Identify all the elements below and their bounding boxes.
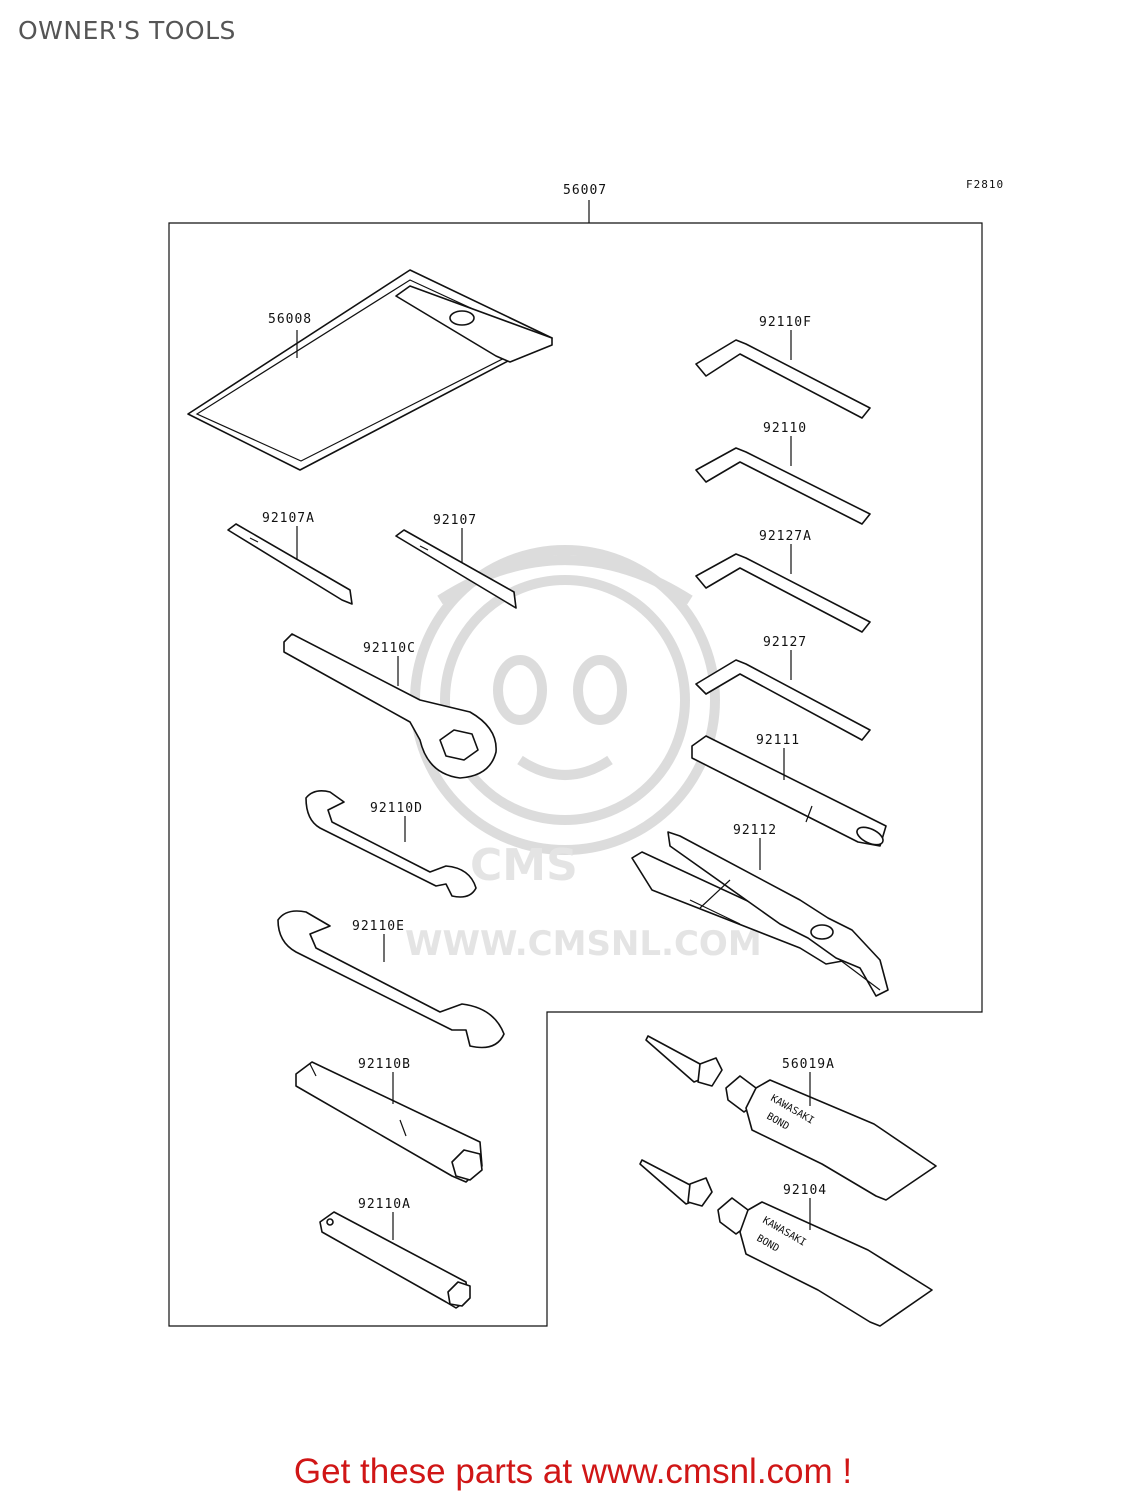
label-92107: 92107 (433, 513, 477, 528)
label-92104: 92104 (783, 1183, 827, 1198)
open-end-wrench-large-icon (277, 910, 505, 1049)
label-56008: 56008 (268, 312, 312, 327)
label-92110D: 92110D (370, 801, 423, 816)
hex-key-127-icon (695, 659, 871, 741)
tool-bag-icon (187, 269, 553, 471)
label-56019A: 56019A (782, 1057, 835, 1072)
label-92110C: 92110C (363, 641, 416, 656)
diagram-code: F2810 (966, 178, 1005, 191)
footer-link[interactable]: Get these parts at www.cmsnl.com ! (293, 1452, 853, 1491)
box-spanner-large-icon (295, 1061, 483, 1183)
kit-outline (168, 222, 983, 1327)
page-title: OWNER'S TOOLS (18, 16, 236, 45)
label-92110B: 92110B (358, 1057, 411, 1072)
box-spanner-small-icon (319, 1211, 471, 1309)
label-92110F: 92110F (759, 315, 812, 330)
screwdriver-bit-icon (395, 529, 517, 609)
watermark-logo: CMS (470, 840, 578, 891)
label-92110E: 92110E (352, 919, 405, 934)
hex-key-f-icon (695, 339, 871, 419)
open-end-wrench-small-icon (305, 790, 477, 898)
hex-key-127a-icon (695, 553, 871, 633)
label-92112: 92112 (733, 823, 777, 838)
label-92127A: 92127A (759, 529, 812, 544)
label-92110: 92110 (763, 421, 807, 436)
pliers-icon (631, 831, 889, 997)
watermark-url: WWW.CMSNL.COM (405, 924, 762, 964)
label-92110A: 92110A (358, 1197, 411, 1212)
hex-key-icon (695, 447, 871, 525)
label-92127: 92127 (763, 635, 807, 650)
label-56007: 56007 (563, 183, 607, 198)
bond-tube-a-icon: KAWASAKI BOND (645, 1035, 937, 1201)
box-wrench-icon (283, 633, 497, 779)
screwdriver-bit-a-icon (227, 523, 353, 605)
label-92107A: 92107A (262, 511, 315, 526)
bond-tube-icon: KAWASAKI BOND (639, 1159, 933, 1327)
label-92111: 92111 (756, 733, 800, 748)
tube-handle-icon (691, 735, 887, 847)
